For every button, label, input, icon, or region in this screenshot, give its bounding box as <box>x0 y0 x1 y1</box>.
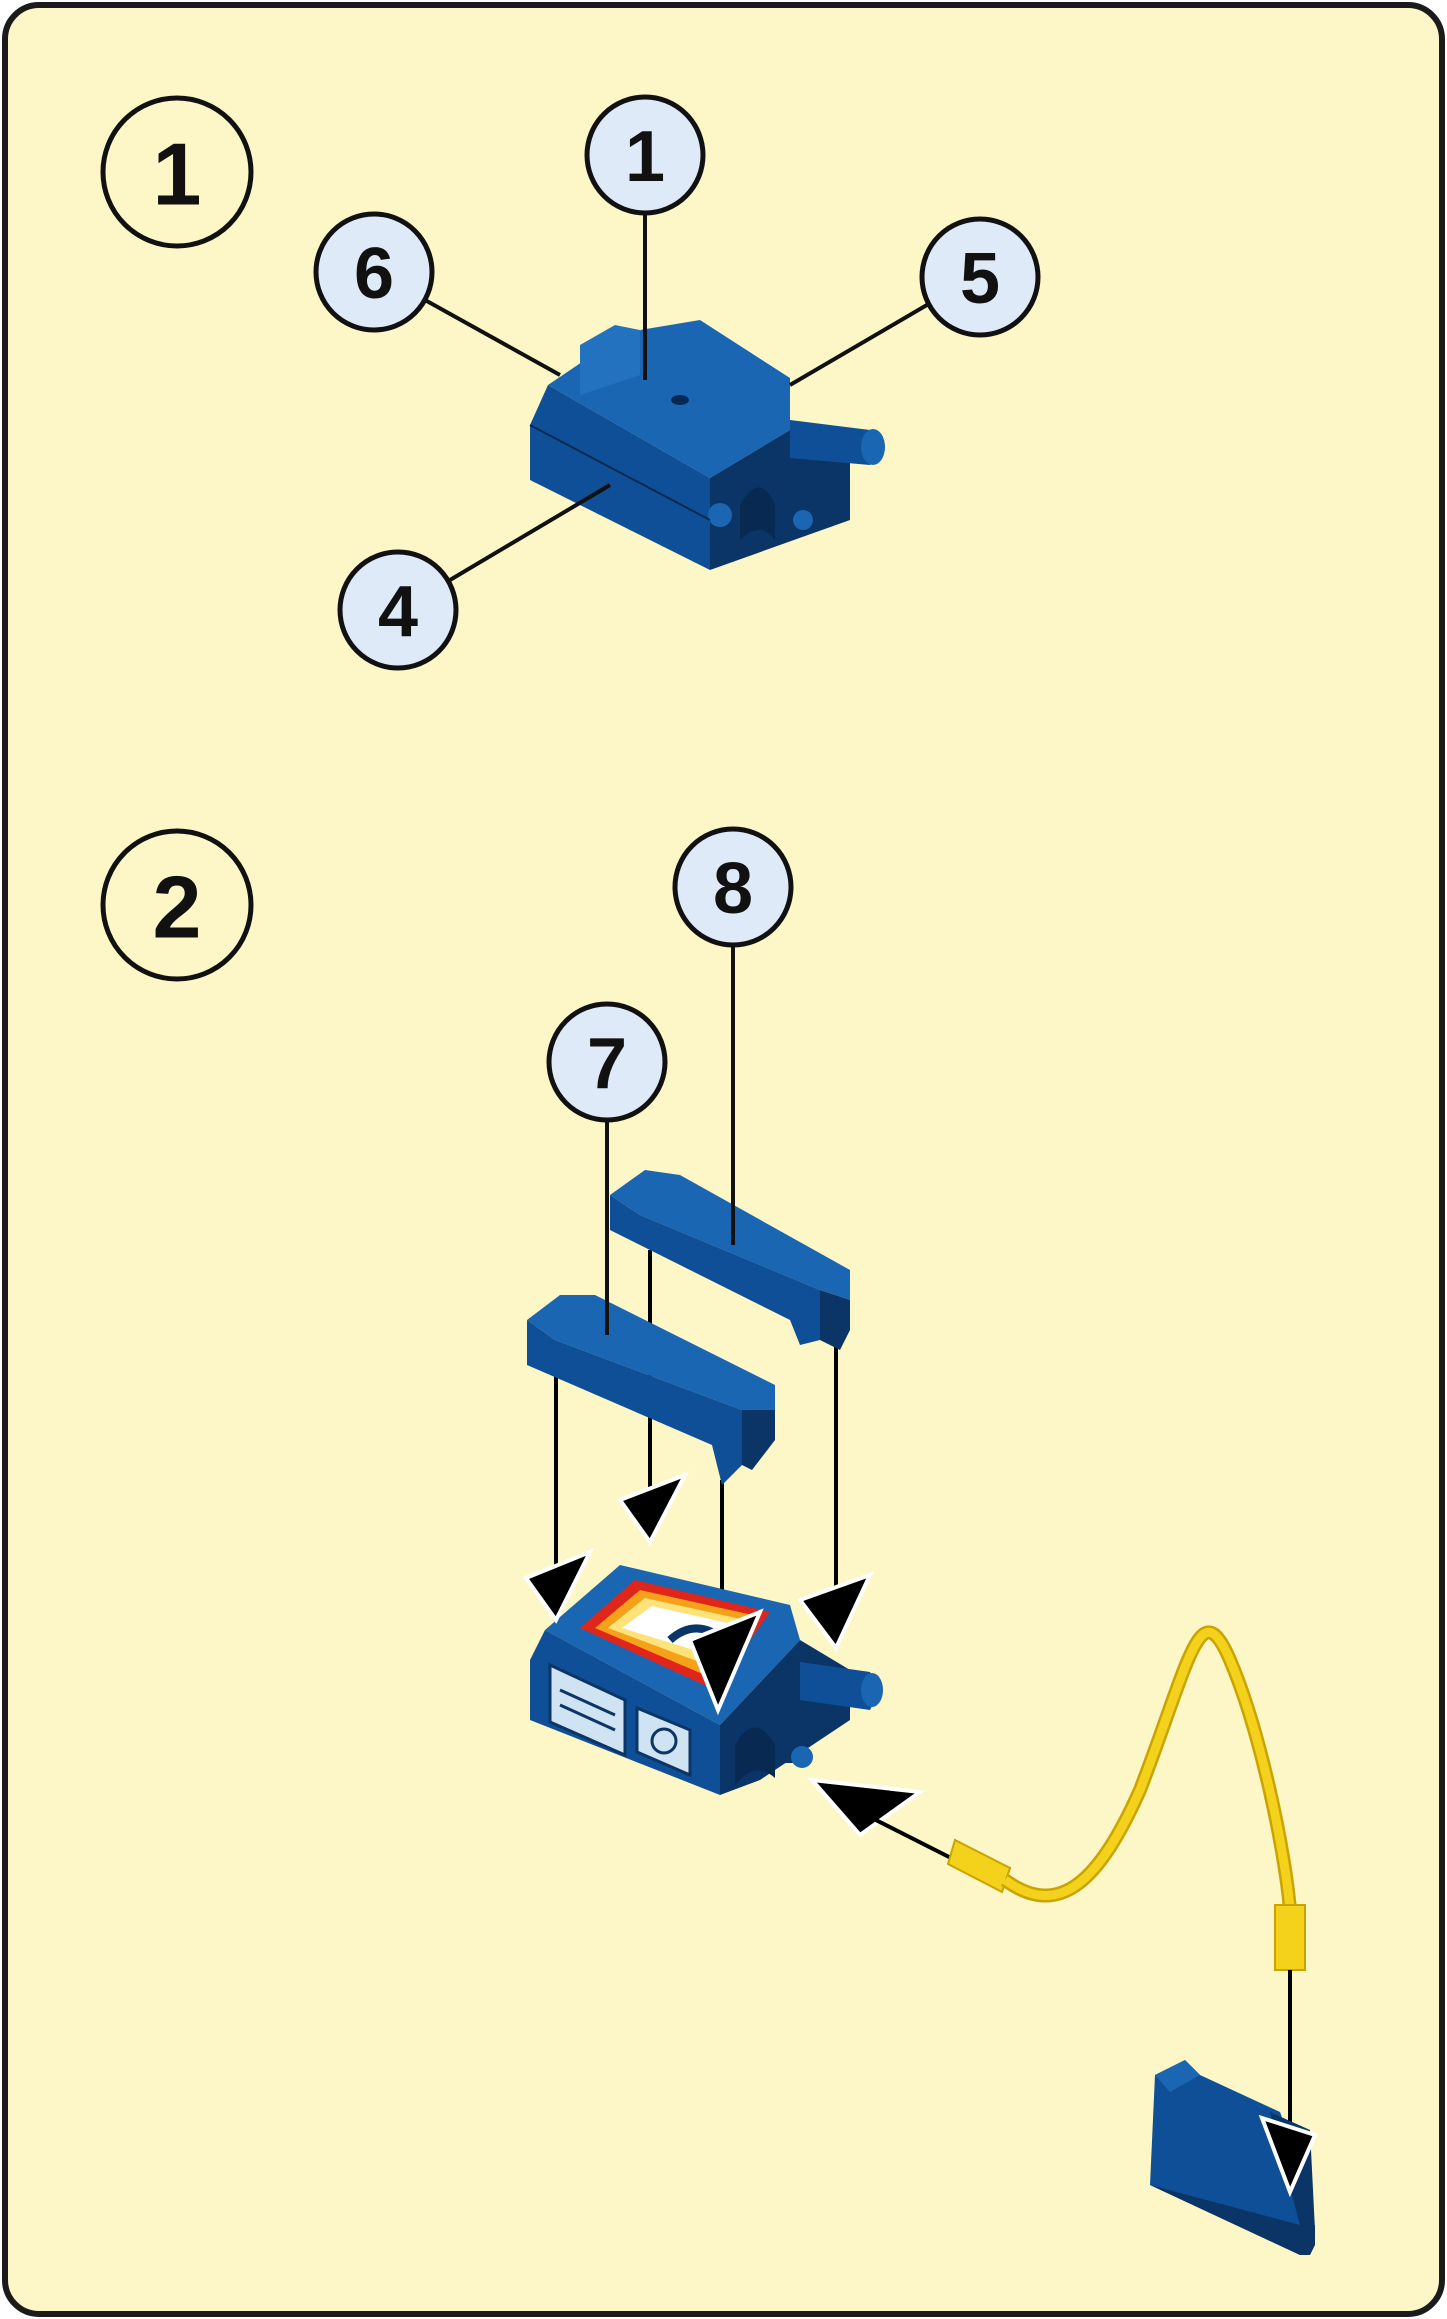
power-socket-icon <box>1150 2060 1318 2255</box>
clamp-bar-icon <box>610 1170 850 1350</box>
callout-7: 7 <box>546 1001 668 1123</box>
callout-4-circle <box>337 549 459 671</box>
callout-5-circle <box>919 216 1041 338</box>
clamp-body-icon <box>529 320 885 570</box>
callout-7-label: 7 <box>587 1024 627 1104</box>
step-number-2: 2 <box>100 828 254 982</box>
connection-cable-icon <box>859 1625 1306 2150</box>
step1-leader-lines <box>424 212 934 582</box>
step2-arrowheads <box>522 1471 926 1838</box>
callout-5-label: 5 <box>960 239 1000 319</box>
callout-6: 6 <box>313 211 435 333</box>
step-number-2-label: 2 <box>153 858 202 957</box>
clamp-bar-icon <box>527 1295 775 1485</box>
callout-1: 1 <box>584 94 706 216</box>
step-number-1: 1 <box>100 95 254 249</box>
callout-7-circle <box>546 1001 668 1123</box>
callout-4: 4 <box>337 549 459 671</box>
step2-leader-lines <box>605 928 735 1335</box>
callout-1-circle <box>584 94 706 216</box>
callout-8-label: 8 <box>713 849 753 929</box>
callout-1-label: 1 <box>625 117 665 197</box>
step-number-2-circle <box>100 828 254 982</box>
callout-6-circle <box>313 211 435 333</box>
callout-5: 5 <box>919 216 1041 338</box>
step-number-1-circle <box>100 95 254 249</box>
callout-8: 8 <box>672 826 794 948</box>
callout-4-label: 4 <box>378 572 418 652</box>
callout-6-label: 6 <box>354 234 394 314</box>
callout-8-circle <box>672 826 794 948</box>
step-number-1-label: 1 <box>153 125 202 224</box>
